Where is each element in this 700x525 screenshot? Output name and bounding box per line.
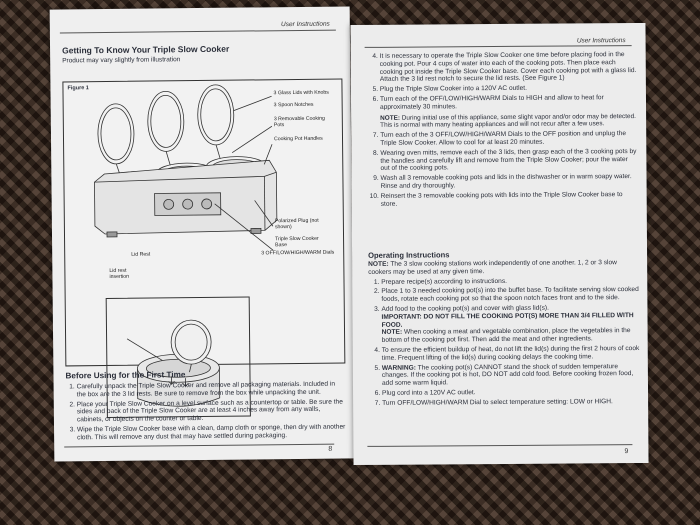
callout-base: Triple Slow Cooker Base xyxy=(275,235,319,249)
header-rule xyxy=(59,29,336,34)
list-item: Wash all 3 removable cooking pots and li… xyxy=(381,173,638,190)
list-item: Turn each of the 3 OFF/LOW/HIGH/WARM Dia… xyxy=(380,130,637,147)
list-item: Place your Triple Slow Cooker on a level… xyxy=(77,398,346,424)
page-number: 9 xyxy=(624,448,629,456)
list-item: To ensure the efficient buildup of heat,… xyxy=(382,345,641,362)
note-label: NOTE: xyxy=(368,260,389,268)
list-item: WARNING: The cooking pot(s) CANNOT stand… xyxy=(382,363,641,388)
section-title-operating: Operating Instructions xyxy=(368,250,450,260)
callout-pot-handles: Cooking Pot Handles xyxy=(273,135,323,143)
section-title-first-use: Before Using for the First Time xyxy=(65,370,186,381)
page-number: 8 xyxy=(328,445,333,453)
list-item: Wipe the Triple Slow Cooker base with a … xyxy=(77,423,346,441)
note-label: NOTE: xyxy=(381,329,403,337)
list-item: Turn OFF/LOW/HIGH/WARM Dial to select te… xyxy=(382,398,641,408)
list-item: Reinsert the 3 removable cooking pots wi… xyxy=(381,191,638,208)
list-item: Add food to the cooking pot(s) and cover… xyxy=(381,304,640,345)
page-subtitle: Product may vary slightly from illustrat… xyxy=(62,56,181,65)
figure-1-box: Figure 1 xyxy=(62,78,346,419)
first-use-steps: Carefully unpack the Triple Slow Cooker … xyxy=(64,381,347,445)
list-item: Plug cord into a 120V AC outlet. xyxy=(382,388,641,398)
list-item: Turn each of the OFF/LOW/HIGH/WARM Dials… xyxy=(380,94,637,130)
list-item: Plug the Triple Slow Cooker into a 120V … xyxy=(380,84,637,94)
warning-text: The cooking pot(s) CANNOT stand the shoc… xyxy=(381,362,634,387)
first-use-steps-continued: It is necessary to operate the Triple Sl… xyxy=(367,51,638,210)
note-text: During initial use of this appliance, so… xyxy=(380,112,636,130)
left-page: User Instructions Getting To Know Your T… xyxy=(49,6,355,462)
callout-dials: 3 OFF/LOW/HIGH/WARM Dials xyxy=(261,249,335,257)
right-page-header: User Instructions xyxy=(576,37,626,45)
list-item: Prepare recipe(s) according to instructi… xyxy=(381,277,640,287)
list-item: Place 1 to 3 needed cooking pot(s) into … xyxy=(381,286,640,303)
list-item: Wearing oven mitts, remove each of the 3… xyxy=(380,148,637,173)
note-text: When cooking a meat and vegetable combin… xyxy=(381,327,631,344)
left-page-header: User Instructions xyxy=(280,20,330,29)
footer-rule xyxy=(367,444,633,447)
callout-lid-rest-insertion: Lid rest insertion xyxy=(109,267,130,280)
note-label: NOTE: xyxy=(380,114,401,122)
page-title: Getting To Know Your Triple Slow Cooker xyxy=(62,43,230,56)
warning-label: WARNING: xyxy=(381,364,416,372)
callout-glass-lids: 3 Glass Lids with Knobs xyxy=(273,89,329,97)
operating-note: NOTE: The 3 slow cooking stations work i… xyxy=(368,259,640,276)
list-item-text: Add food to the cooking pot(s) and cover… xyxy=(381,304,549,313)
right-page: User Instructions It is necessary to ope… xyxy=(350,22,649,466)
callout-lid-rest: Lid Rest xyxy=(131,251,151,258)
list-item: Carefully unpack the Triple Slow Cooker … xyxy=(77,381,346,399)
header-rule xyxy=(364,45,632,48)
callout-spoon-notches: 3 Spoon Notches xyxy=(273,101,314,109)
footer-rule xyxy=(64,443,335,448)
important-notice: IMPORTANT: DO NOT FILL THE COOKING POT(S… xyxy=(381,311,634,329)
lid-rest-inset xyxy=(105,296,251,419)
lid-rest-detail-illustration xyxy=(126,319,221,407)
callout-cooking-pots: 3 Removable Cooking Pots xyxy=(273,115,325,129)
list-item-text: Turn each of the OFF/LOW/HIGH/WARM Dials… xyxy=(379,94,604,111)
note-text: The 3 slow cooking stations work indepen… xyxy=(368,259,617,276)
callout-polarized-plug: Polarized Plug (not shown) xyxy=(274,217,319,231)
operating-instructions: NOTE: The 3 slow cooking stations work i… xyxy=(368,259,641,409)
list-item: It is necessary to operate the Triple Sl… xyxy=(380,51,637,84)
note-block: NOTE: During initial use of this applian… xyxy=(380,113,637,130)
triple-slow-cooker-illustration xyxy=(94,84,278,251)
